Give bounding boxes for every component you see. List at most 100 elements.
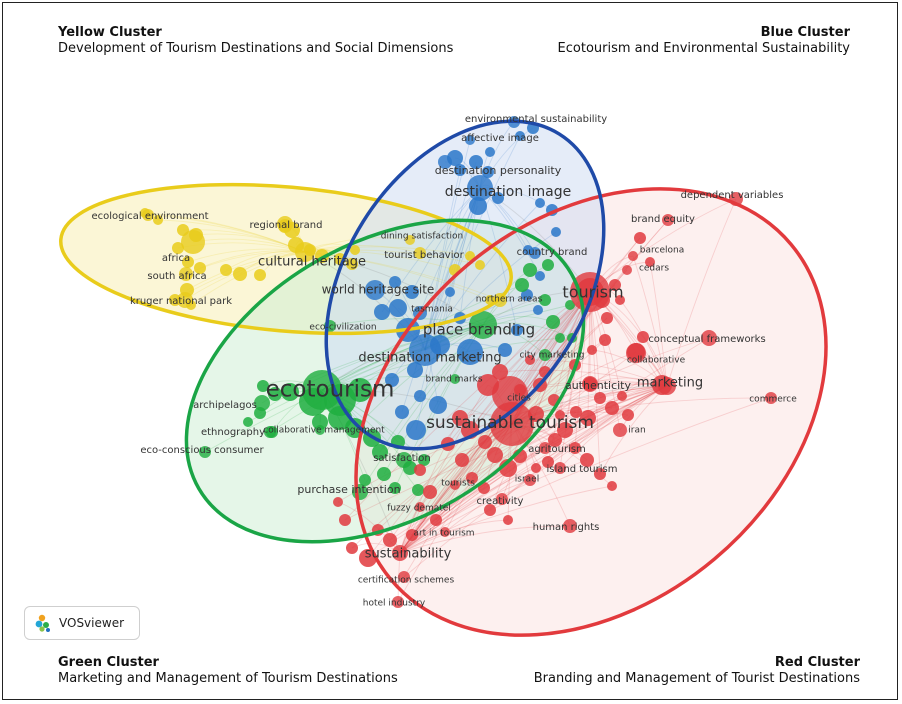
red-cluster-link — [399, 397, 772, 554]
red-cluster-link — [399, 525, 571, 554]
term-node — [467, 175, 493, 201]
term-node — [658, 377, 676, 395]
term-label: destination image — [445, 184, 572, 200]
term-label: destination marketing — [358, 351, 501, 366]
red-cluster-node — [466, 472, 478, 484]
red-cluster-node — [548, 433, 562, 447]
red-cluster-node — [492, 364, 508, 380]
term-label: island tourism — [547, 464, 618, 475]
red-cluster-node — [455, 453, 469, 467]
term-label: hotel industry — [363, 599, 426, 609]
term-label: place branding — [423, 321, 535, 339]
term-node — [179, 267, 193, 281]
blue-cluster-node — [406, 420, 426, 440]
term-node — [295, 242, 315, 262]
blue-cluster-subtitle: Ecotourism and Environmental Sustainabil… — [557, 41, 850, 56]
green-cluster-node — [312, 414, 328, 430]
vosviewer-brand-name: VOSviewer — [59, 616, 125, 630]
red-cluster-node — [569, 442, 581, 454]
term-node — [181, 230, 205, 254]
red-cluster-link — [399, 414, 629, 554]
blue-cluster-link — [424, 202, 541, 351]
blue-cluster-node — [535, 198, 545, 208]
yellow-cluster-link — [144, 212, 306, 253]
term-node — [409, 334, 441, 366]
term-node — [142, 209, 154, 221]
red-cluster-node — [406, 529, 418, 541]
term-label: country brand — [517, 247, 588, 258]
term-label: archipelagos — [193, 400, 257, 411]
red-cluster-node — [503, 515, 513, 525]
blue-cluster-node — [535, 271, 545, 281]
blue-cluster-node — [385, 373, 399, 387]
blue-cluster-node — [533, 305, 543, 315]
term-node — [465, 135, 475, 145]
red-cluster-node — [484, 504, 496, 516]
blue-cluster-node — [407, 362, 423, 378]
yellow-cluster-node — [194, 262, 206, 274]
red-cluster-link — [547, 385, 668, 463]
red-cluster-node — [609, 279, 621, 291]
term-label: eco-civilization — [309, 323, 376, 333]
term-node — [563, 519, 577, 533]
term-label: brand equity — [631, 214, 695, 225]
term-label: africa — [162, 253, 190, 264]
term-label: environmental sustainability — [465, 114, 607, 125]
green-cluster-node — [281, 383, 299, 401]
term-node — [701, 330, 717, 346]
green-cluster-node — [348, 378, 372, 402]
red-cluster-node — [570, 406, 582, 418]
term-node — [496, 493, 508, 505]
green-cluster-link — [321, 337, 561, 391]
red-cluster-title: Red Cluster — [774, 655, 860, 670]
red-cluster-node — [478, 435, 492, 449]
term-label: cities — [507, 394, 531, 404]
red-cluster-node — [383, 533, 397, 547]
red-cluster-link — [399, 411, 577, 554]
blue-cluster-link — [401, 187, 481, 413]
term-label: authenticity — [565, 379, 632, 392]
green-cluster-node — [243, 417, 253, 427]
blue-cluster-node — [395, 405, 409, 419]
green-cluster-node — [377, 467, 391, 481]
blue-cluster-node — [389, 276, 401, 288]
term-node — [529, 247, 541, 259]
green-cluster-node — [515, 278, 529, 292]
term-label: art in tourism — [413, 529, 474, 539]
red-cluster-link — [351, 423, 513, 549]
red-cluster-node — [542, 456, 554, 468]
yellow-cluster-subtitle: Development of Tourism Destinations and … — [58, 41, 454, 56]
term-node — [622, 265, 632, 275]
red-cluster-link — [344, 385, 668, 521]
yellow-cluster-link — [184, 251, 306, 301]
term-node — [396, 452, 412, 468]
term-node — [440, 527, 450, 537]
yellow-cluster-node — [350, 245, 360, 255]
term-label: collaborative — [627, 356, 686, 366]
yellow-cluster-link — [304, 237, 411, 253]
term-node — [199, 446, 211, 458]
red-cluster-node — [557, 422, 573, 438]
term-label: regional brand — [250, 220, 323, 231]
yellow-cluster-node — [465, 251, 475, 261]
red-cluster-node — [333, 497, 343, 507]
red-cluster-link — [399, 351, 637, 554]
green-cluster-link — [321, 324, 484, 391]
green-cluster-node — [565, 300, 575, 310]
term-node — [662, 214, 674, 226]
red-cluster-node — [637, 331, 649, 343]
red-cluster-link — [511, 397, 772, 425]
yellow-cluster-node — [475, 260, 485, 270]
green-cluster-link — [379, 324, 484, 453]
red-cluster-subtitle: Branding and Management of Tourist Desti… — [533, 671, 860, 686]
red-cluster-link — [559, 385, 668, 469]
red-cluster-node — [605, 401, 619, 415]
blue-cluster-node — [469, 155, 483, 169]
term-label: dining satisfaction — [381, 232, 464, 242]
blue-cluster-node — [521, 289, 533, 301]
red-cluster-node — [594, 468, 606, 480]
term-label: purchase intention — [297, 483, 400, 496]
blue-cluster-node — [374, 304, 390, 320]
term-label: human rights — [533, 522, 600, 533]
